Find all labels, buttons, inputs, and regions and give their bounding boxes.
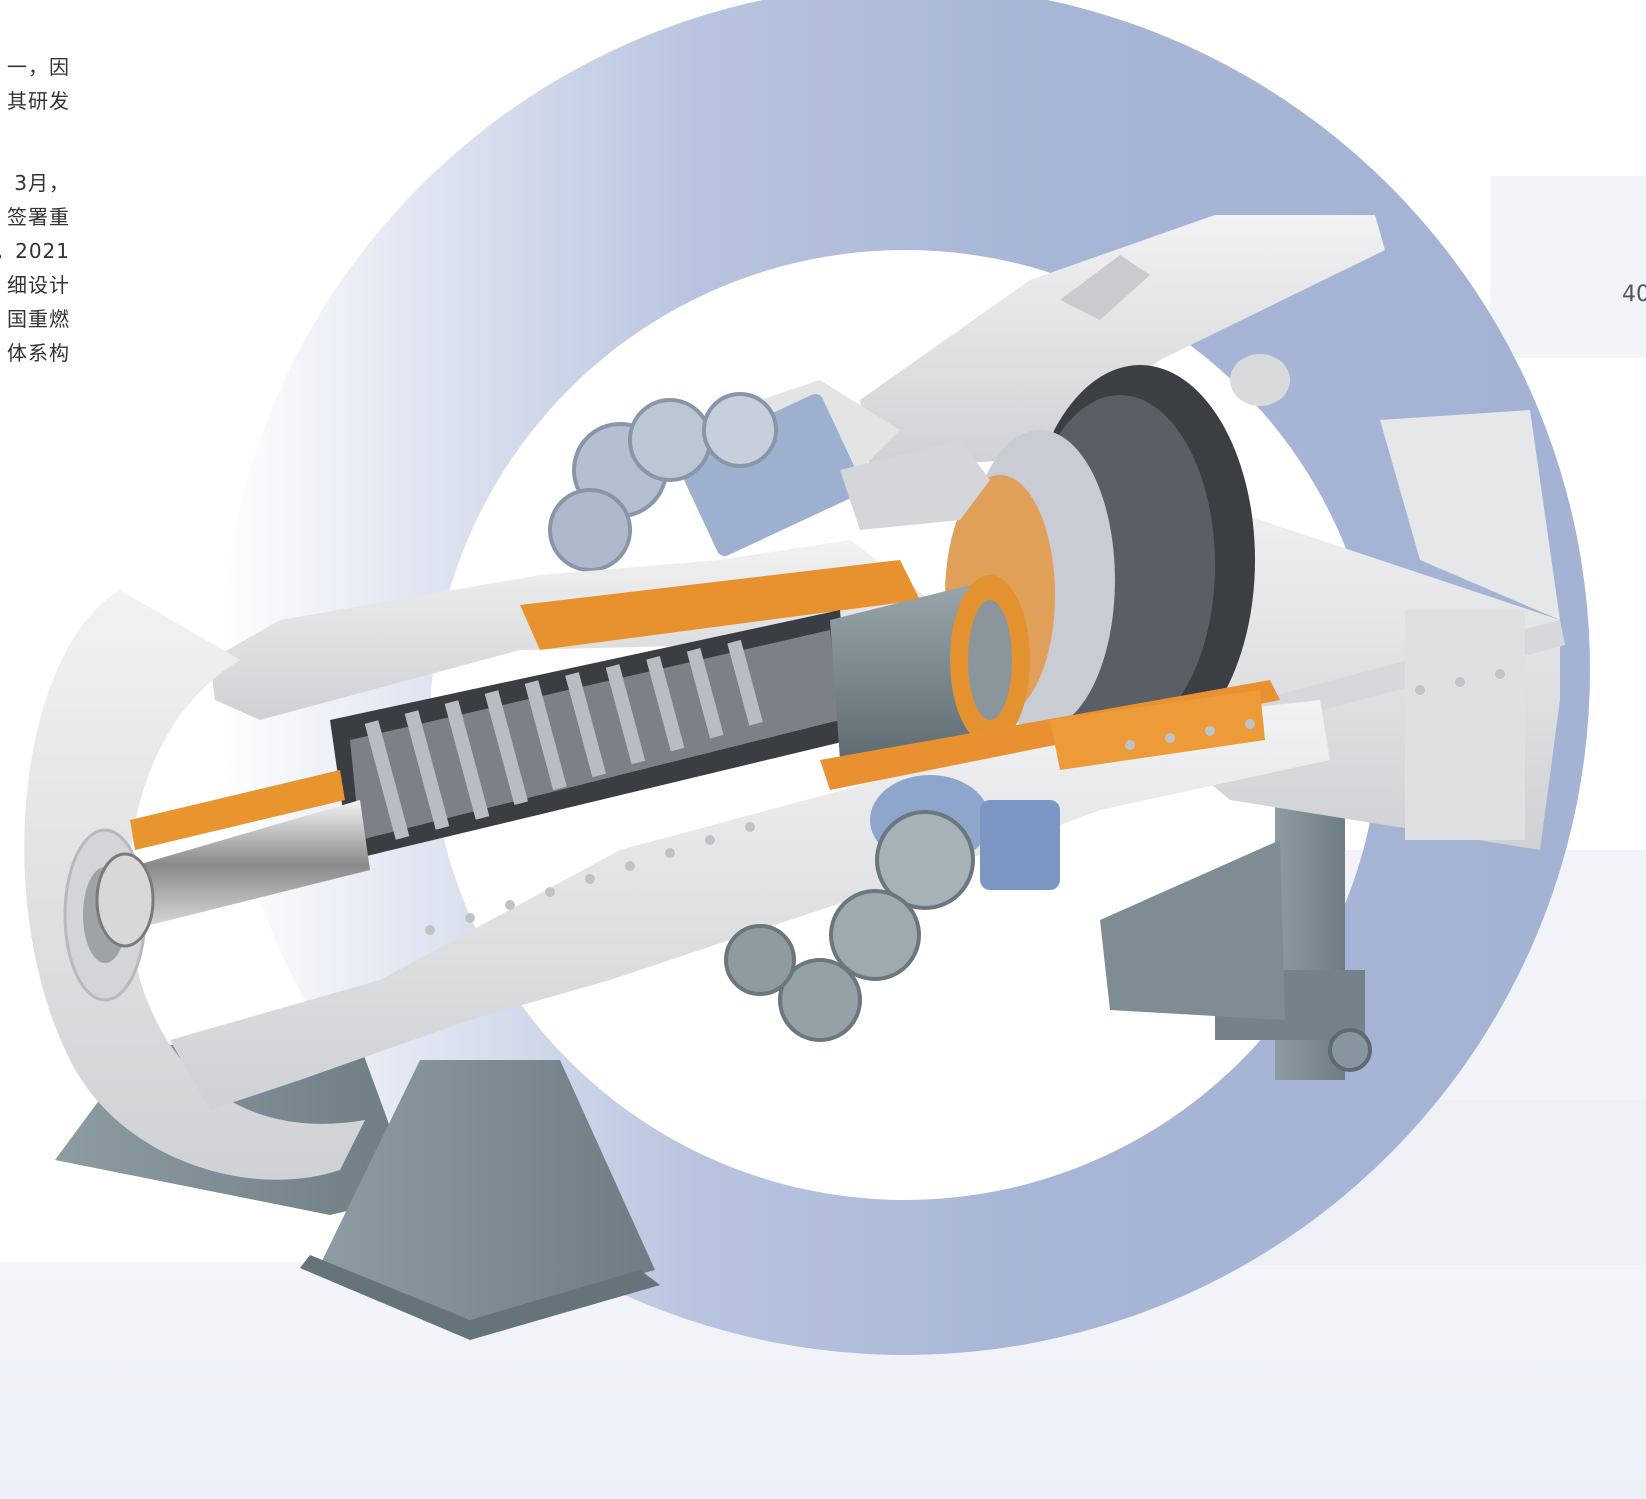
text-line: 体系构: [7, 341, 70, 365]
text-line: 签署重: [7, 205, 70, 229]
compressor-rotor: [330, 575, 1030, 860]
text-line: 国重燃: [7, 307, 70, 331]
text-line: 3月，: [14, 171, 70, 195]
right-background-panel-top: [1490, 176, 1646, 358]
combustor-cans: [548, 392, 990, 572]
right-panel-number: 40: [1622, 282, 1646, 307]
text-line: 细设计: [7, 273, 70, 297]
compressor-casing-upper: [210, 540, 930, 720]
text-line: 其研发: [7, 89, 70, 113]
accessory-units-lower: [724, 775, 1060, 1042]
rotor-shaft: [95, 770, 370, 948]
article-text-column: 一，因 其研发 3月， 签署重 。2021 细设计 国重燃 体系构: [0, 50, 70, 370]
turbine-blade-rows: [945, 365, 1255, 755]
text-line: 。2021: [0, 239, 70, 263]
casing-bolt-holes: [425, 669, 1505, 935]
text-line: 一，因: [7, 55, 70, 79]
